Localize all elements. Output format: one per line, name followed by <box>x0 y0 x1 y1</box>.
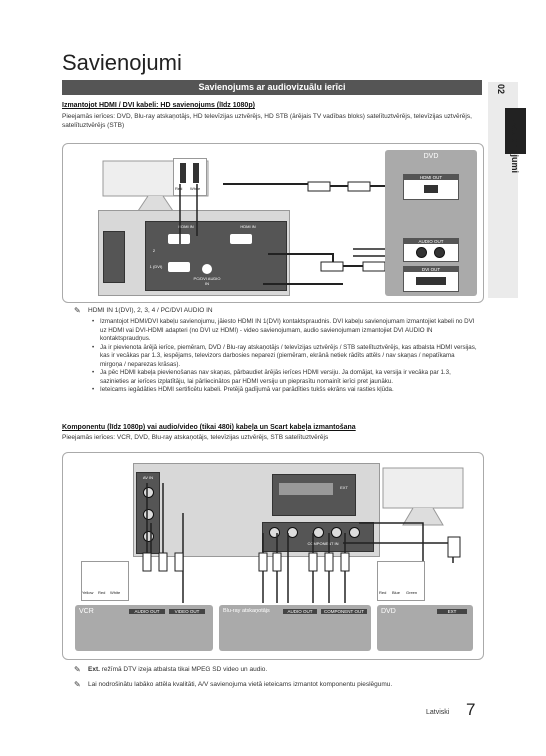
dvd-device: DVD EXT <box>377 605 473 651</box>
note-text: režīmā DTV izeja atbalsta tikai MPEG SD … <box>99 666 268 673</box>
dvd-label: DVD <box>423 153 439 160</box>
audio-out-jack-l <box>434 247 445 258</box>
ext-label: EXT <box>340 485 348 490</box>
red-label: Red <box>98 590 106 595</box>
dvi-out-label: DVI OUT <box>404 267 458 272</box>
hdmi-bullet: Ja ir pievienota ārējā ierīce, piemēram,… <box>92 344 478 370</box>
tv-outline-icon <box>382 467 464 526</box>
note-bold: Ext. <box>88 666 100 673</box>
av-in-panel: AV IN <box>136 472 160 554</box>
component-cables <box>142 483 461 603</box>
bluray-label: Blu-ray atskaņotājs <box>223 608 270 614</box>
av-jack <box>143 509 154 520</box>
dvi-out-port <box>416 277 446 285</box>
component-jack <box>313 527 324 538</box>
scart-port <box>279 483 333 495</box>
av-jack <box>143 531 154 542</box>
page-number: 7 <box>466 700 476 719</box>
dvd-device: DVD HDMI OUT AUDIO OUT DVI OUT <box>385 150 477 296</box>
chapter-side-marker <box>505 108 526 154</box>
bluray-device: Blu-ray atskaņotājs AUDIO OUT COMPONENT … <box>219 605 371 651</box>
white-plug-icon <box>193 163 199 183</box>
red-label-2: Red <box>379 590 387 595</box>
hdmi-bullet: Ieteicams iegādāties HDMI sertificētu ka… <box>92 386 478 395</box>
component-in-panel: COMPONENT IN <box>262 522 374 552</box>
component-devices-text: Pieejamās ierīces: VCR, DVD, Blu-ray ats… <box>62 434 329 441</box>
audio-jack <box>202 264 212 274</box>
ext-out-label: EXT <box>437 609 467 614</box>
audio-out-box: AUDIO OUT <box>403 238 459 262</box>
rca-plug-box: Red White <box>173 158 207 196</box>
tv-back-panel: HDMI IN HDMI IN 2 1 (DVI) PC/DVI AUDIO I… <box>98 210 290 296</box>
white-label: White <box>190 186 201 191</box>
chapter-label: Savienojumi <box>510 120 520 174</box>
hdmi-out-label: HDMI OUT <box>404 175 458 180</box>
blue-label: Blue <box>392 590 401 595</box>
side-hdmi-port-panel <box>103 231 125 283</box>
component-out-label: COMPONENT OUT <box>321 609 367 614</box>
port-1-label: 1 (DVI) <box>149 264 163 269</box>
hdmi-port-2 <box>168 234 190 244</box>
dvi-out-box: DVI OUT <box>403 266 459 292</box>
video-out-label: VIDEO OUT <box>169 609 205 614</box>
yellow-label: Yellow <box>82 590 94 595</box>
audio-out-label: AUDIO OUT <box>404 239 458 244</box>
vcr-device: VCR AUDIO OUT VIDEO OUT <box>75 605 213 651</box>
component-diagram: AV IN EXT COMPONENT IN <box>62 452 484 660</box>
component-jack <box>349 527 360 538</box>
note-pencil-icon: ✎ <box>74 665 81 674</box>
port-2-label: 2 <box>152 248 156 253</box>
component-in-label: COMPONENT IN <box>307 541 339 546</box>
component-jack <box>269 527 280 538</box>
hdmi-bullet-list: Izmantojot HDMI/DVI kabeļu savienojumu, … <box>92 318 478 395</box>
component-heading: Komponentu (līdz 1080p) vai audio/video … <box>62 424 356 431</box>
green-label: Green <box>406 590 418 595</box>
component-jack <box>287 527 298 538</box>
red-plug-icon <box>180 163 186 183</box>
component-jack <box>331 527 342 538</box>
hdmi-devices-text: Pieejamās ierīces: DVD, Blu-ray atskaņot… <box>62 113 472 129</box>
chapter-number: 02 <box>496 83 507 95</box>
audio-out-jack-r <box>416 247 427 258</box>
hdmi-bullet: Izmantojot HDMI/DVI kabeļu savienojumu, … <box>92 318 478 344</box>
note-pencil-icon: ✎ <box>74 680 81 689</box>
audio-out-label: AUDIO OUT <box>283 609 317 614</box>
yrw-plug-legend: Yellow Red White <box>81 561 129 601</box>
hdmi-in-label-2: HDMI IN <box>240 224 256 229</box>
component-note-1: Ext. režīmā DTV izeja atbalsta tikai MPE… <box>88 666 267 673</box>
vcr-label: VCR <box>79 608 94 615</box>
pc-dvi-audio-label: PC/DVI AUDIO IN <box>193 276 221 286</box>
tv-back-panel: AV IN EXT COMPONENT IN <box>133 463 380 557</box>
section-title: Savienojums ar audiovizuālu ierīci <box>62 80 482 95</box>
white-label: White <box>110 590 121 595</box>
hdmi-out-port <box>424 185 438 193</box>
hdmi-out-box: HDMI OUT <box>403 174 459 200</box>
component-note-2: Lai nodrošinātu labāko attēla kvalitāti,… <box>88 681 393 688</box>
av-in-label: AV IN <box>142 475 154 480</box>
scart-ext-panel: EXT <box>272 474 356 516</box>
hdmi-bullet: Ja pēc HDMI kabeļa pievienošanas nav ska… <box>92 369 478 386</box>
hdmi-in-label-1: HDMI IN <box>178 224 194 229</box>
rbg-plug-legend: Red Blue Green <box>377 561 425 601</box>
footer-language: Latviski <box>426 709 450 716</box>
dvd-label: DVD <box>381 608 396 615</box>
red-label: Red <box>175 186 183 191</box>
hdmi-port-3 <box>230 234 252 244</box>
hdmi-port-1-dvi <box>168 262 190 272</box>
av-jack <box>143 487 154 498</box>
hdmi-diagram: Red White HDMI IN HDMI IN 2 1 (DVI) PC/D… <box>62 143 484 303</box>
audio-out-label: AUDIO OUT <box>129 609 165 614</box>
note-pencil-icon: ✎ <box>74 306 81 315</box>
page-title: Savienojumi <box>62 50 182 75</box>
hdmi-port-panel: HDMI IN HDMI IN 2 1 (DVI) PC/DVI AUDIO I… <box>145 221 287 291</box>
hdmi-heading: Izmantojot HDMI / DVI kabeli: HD savieno… <box>62 102 255 109</box>
hdmi-note-heading: HDMI IN 1(DVI), 2, 3, 4 / PC/DVI AUDIO I… <box>88 307 213 314</box>
